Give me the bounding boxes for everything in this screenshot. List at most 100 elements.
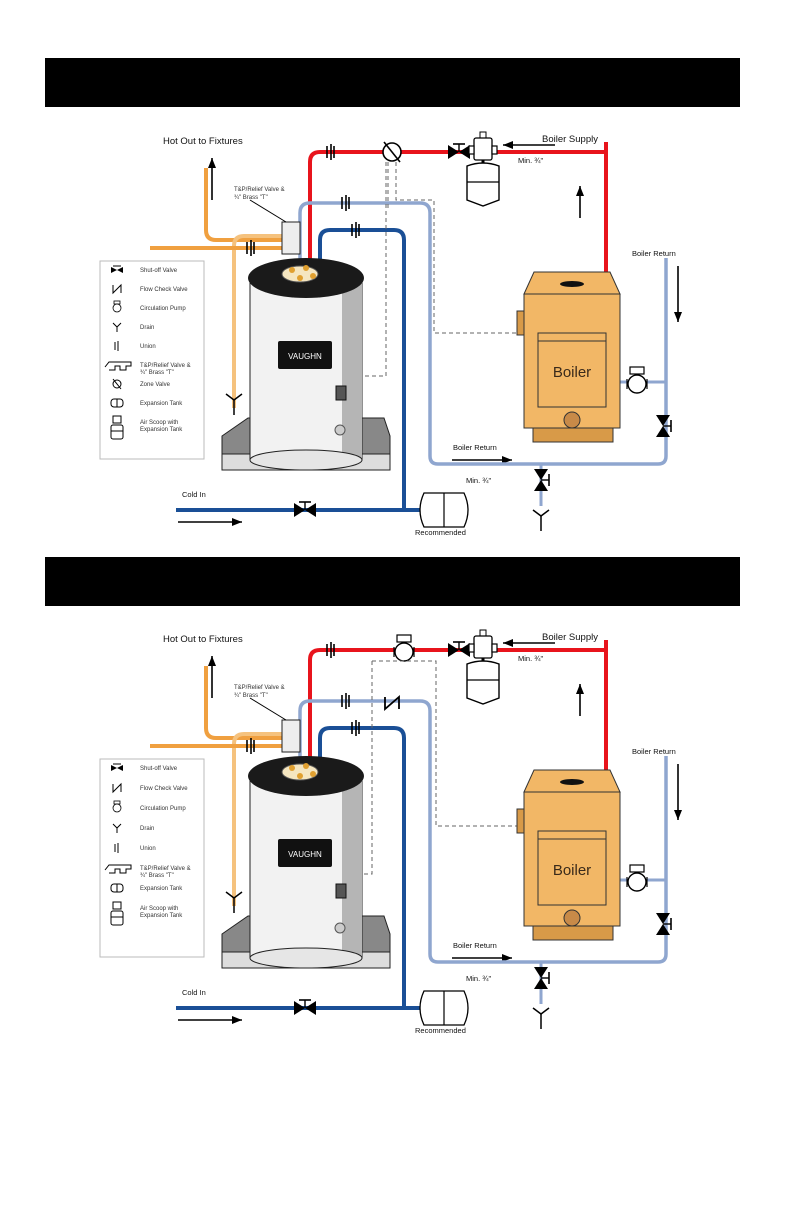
recommended-label: Recommended — [415, 528, 466, 537]
relief-drain-pipe — [232, 732, 282, 906]
legend-label: ¾" Brass "T" — [140, 873, 174, 879]
legend-label: Expansion Tank — [140, 886, 183, 892]
min-size-label: Min. ¾" — [518, 654, 544, 663]
cold-supply-pipe — [318, 228, 406, 510]
legend-label: T&P/Relief Valve & — [140, 866, 191, 872]
control-wire — [387, 162, 520, 334]
shutoff-valve-icon — [294, 501, 316, 517]
legend-item: Circulation Pump — [112, 300, 186, 313]
shutoff-valve-icon — [656, 913, 672, 935]
union-icon — [246, 738, 255, 754]
circulation-pump-icon — [112, 800, 122, 813]
air-scoop-icon — [466, 131, 500, 207]
boiler-supply-label: Boiler Supply — [542, 632, 598, 643]
boiler-supply-label: Boiler Supply — [542, 134, 598, 145]
legend-label: ¾" Brass "T" — [140, 370, 174, 376]
flow-arrow-icon — [674, 764, 682, 820]
legend-label: Air Scoop with — [140, 420, 178, 426]
tp-leader-line — [249, 697, 287, 721]
boiler-base — [532, 427, 614, 443]
brand-logo: VAUGHN — [288, 352, 322, 361]
legend-item: Drain — [112, 823, 154, 833]
flow-arrow-icon — [503, 141, 555, 149]
heater-drain-valve — [334, 424, 346, 436]
flow-arrow-icon — [674, 266, 682, 322]
flow-arrow-icon — [576, 186, 584, 218]
legend-label: Shut-off Valve — [140, 766, 178, 772]
flow-arrow-icon — [178, 1016, 242, 1024]
brand-plate — [278, 839, 332, 867]
legend-label: Air Scoop with — [140, 906, 178, 912]
legend-item: Shut-off Valve — [111, 265, 178, 274]
shutoff-valve-icon — [448, 641, 470, 657]
air-scoop-icon — [110, 415, 124, 440]
boiler-return-pipe — [298, 699, 668, 964]
zone-valve-icon — [112, 378, 122, 390]
legend-item: Union — [114, 341, 156, 351]
control-wire — [339, 162, 387, 386]
boiler-control — [516, 310, 525, 336]
control-wire — [339, 660, 520, 884]
legend-label: Expansion Tank — [140, 427, 183, 433]
water-heater: VAUGHN — [221, 221, 391, 471]
expansion-tank-icon — [419, 990, 469, 1026]
legend-label: Circulation Pump — [140, 306, 186, 312]
legend-item: Circulation Pump — [112, 800, 186, 813]
union-icon — [341, 195, 350, 211]
section-header-bar-2 — [45, 557, 740, 606]
legend-label: Expansion Tank — [140, 401, 183, 407]
tp-relief-valve-icon — [104, 361, 132, 371]
expansion-tank-icon — [419, 492, 469, 528]
boiler-return-pipe — [298, 201, 668, 466]
legend-label: Flow Check Valve — [140, 287, 188, 293]
shutoff-valve-icon — [294, 999, 316, 1015]
legend-item: T&P/Relief Valve &¾" Brass "T" — [104, 361, 191, 376]
brand-logo: VAUGHN — [288, 850, 322, 859]
legend-item: T&P/Relief Valve &¾" Brass "T" — [104, 864, 191, 879]
air-scoop-icon — [110, 901, 124, 926]
tp-relief-label: ¾" Brass "T" — [234, 693, 268, 699]
heater-drain-valve — [334, 922, 346, 934]
water-heater: VAUGHN — [221, 719, 391, 969]
union-icon — [351, 222, 360, 238]
drain-icon — [112, 322, 122, 332]
cold-supply-pipe — [318, 726, 406, 1008]
tp-relief-valve — [281, 221, 301, 255]
boiler-port — [563, 411, 581, 429]
boiler-supply-pipe — [308, 648, 606, 761]
circulation-pump-icon — [626, 366, 648, 394]
hot-out-label: Hot Out to Fixtures — [163, 136, 243, 147]
legend-label: Circulation Pump — [140, 806, 186, 812]
tp-relief-label: ¾" Brass "T" — [234, 195, 268, 201]
legend-label: Union — [140, 344, 156, 350]
flow-arrow-icon — [208, 158, 216, 200]
hot-out-pipe — [204, 168, 282, 242]
section-header-bar-1 — [45, 58, 740, 107]
tp-leader-line — [249, 199, 287, 223]
flow-arrow-icon — [452, 456, 512, 464]
shutoff-valve-icon — [448, 143, 470, 159]
flow-check-valve-icon — [384, 695, 400, 711]
legend-item: Union — [114, 843, 156, 853]
boiler-control — [516, 808, 525, 834]
legend-item: Expansion Tank — [110, 883, 183, 893]
relief-drain-pipe — [232, 234, 282, 408]
circulation-pump-icon — [393, 634, 415, 662]
flow-arrow-icon — [178, 518, 242, 526]
legend-item: Drain — [112, 322, 154, 332]
min-size-label: Min. ¾" — [518, 156, 544, 165]
tp-relief-valve — [281, 719, 301, 753]
boiler-return-label: Boiler Return — [453, 941, 497, 950]
expansion-tank-icon — [110, 398, 124, 408]
drain-icon — [225, 891, 243, 913]
legend-label: Zone Valve — [140, 382, 171, 388]
tp-relief-valve-icon — [104, 864, 132, 874]
